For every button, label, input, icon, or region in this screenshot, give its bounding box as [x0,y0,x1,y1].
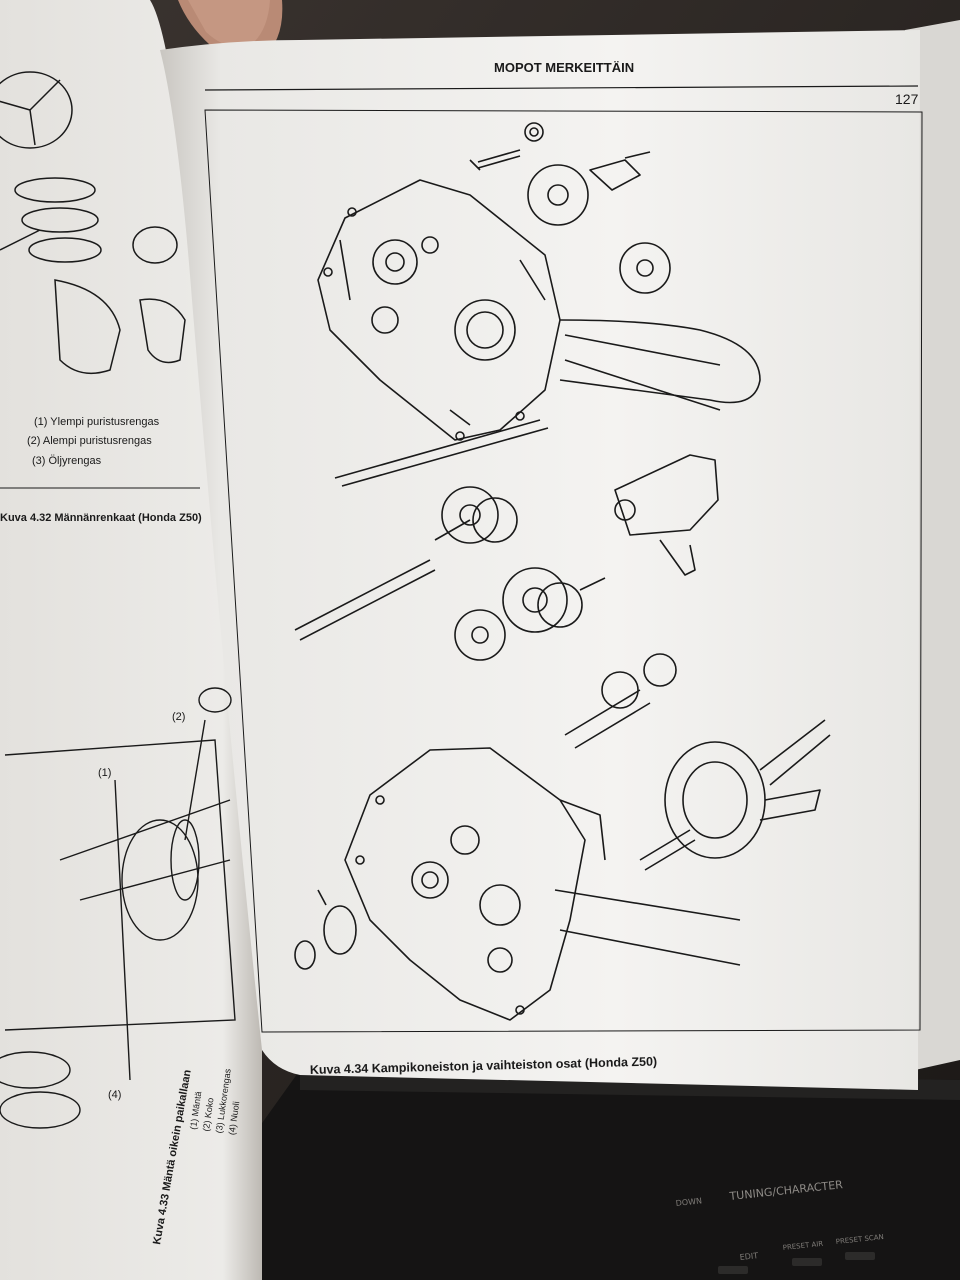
spring-and-washer [294,889,357,970]
small-shaft [564,653,677,749]
legend-bottom-item-2: (2) Koko [201,1097,216,1132]
legend-top-item-1: (1) Ylempi puristusrengas [34,416,160,428]
legend-top-item-2: (2) Alempi puristusrengas [27,435,152,447]
legend-top-item-3: (3) Öljyrengas [32,455,102,467]
small-parts-top [469,122,671,294]
page-header: MOPOT MERKEITTÄIN [494,60,634,75]
piston-cylinder-drawing [0,687,236,1129]
caption-top: Kuva 4.32 Männänrenkaat (Honda Z50) [0,512,202,524]
piston-rings-drawing [0,71,186,375]
callout-2: (2) [172,711,185,723]
crankcase-upper [317,179,561,441]
header-rule [204,85,919,91]
chain-and-studs [334,319,761,487]
crankshaft [639,719,831,871]
device-button-edit: EDIT [739,1251,758,1262]
left-page-content: (1) Ylempi puristusrengas (2) Alempi pur… [0,71,242,1246]
page-number: 127 [895,91,919,107]
callout-4: (4) [108,1089,121,1101]
callout-1: (1) [98,767,111,779]
crankcase-lower [344,747,741,1021]
right-page [160,30,920,1090]
device-button-down: DOWN [675,1196,702,1208]
shift-drum [614,454,719,576]
countershaft [454,567,606,661]
stereo-device: TUNING/CHARACTER DOWN EDIT PRESET AIR PR… [150,1070,960,1280]
engine-exploded-diagram [294,122,831,1021]
legend-bottom-item-4: (4) Nuoli [227,1101,242,1136]
mainshaft [294,486,518,641]
